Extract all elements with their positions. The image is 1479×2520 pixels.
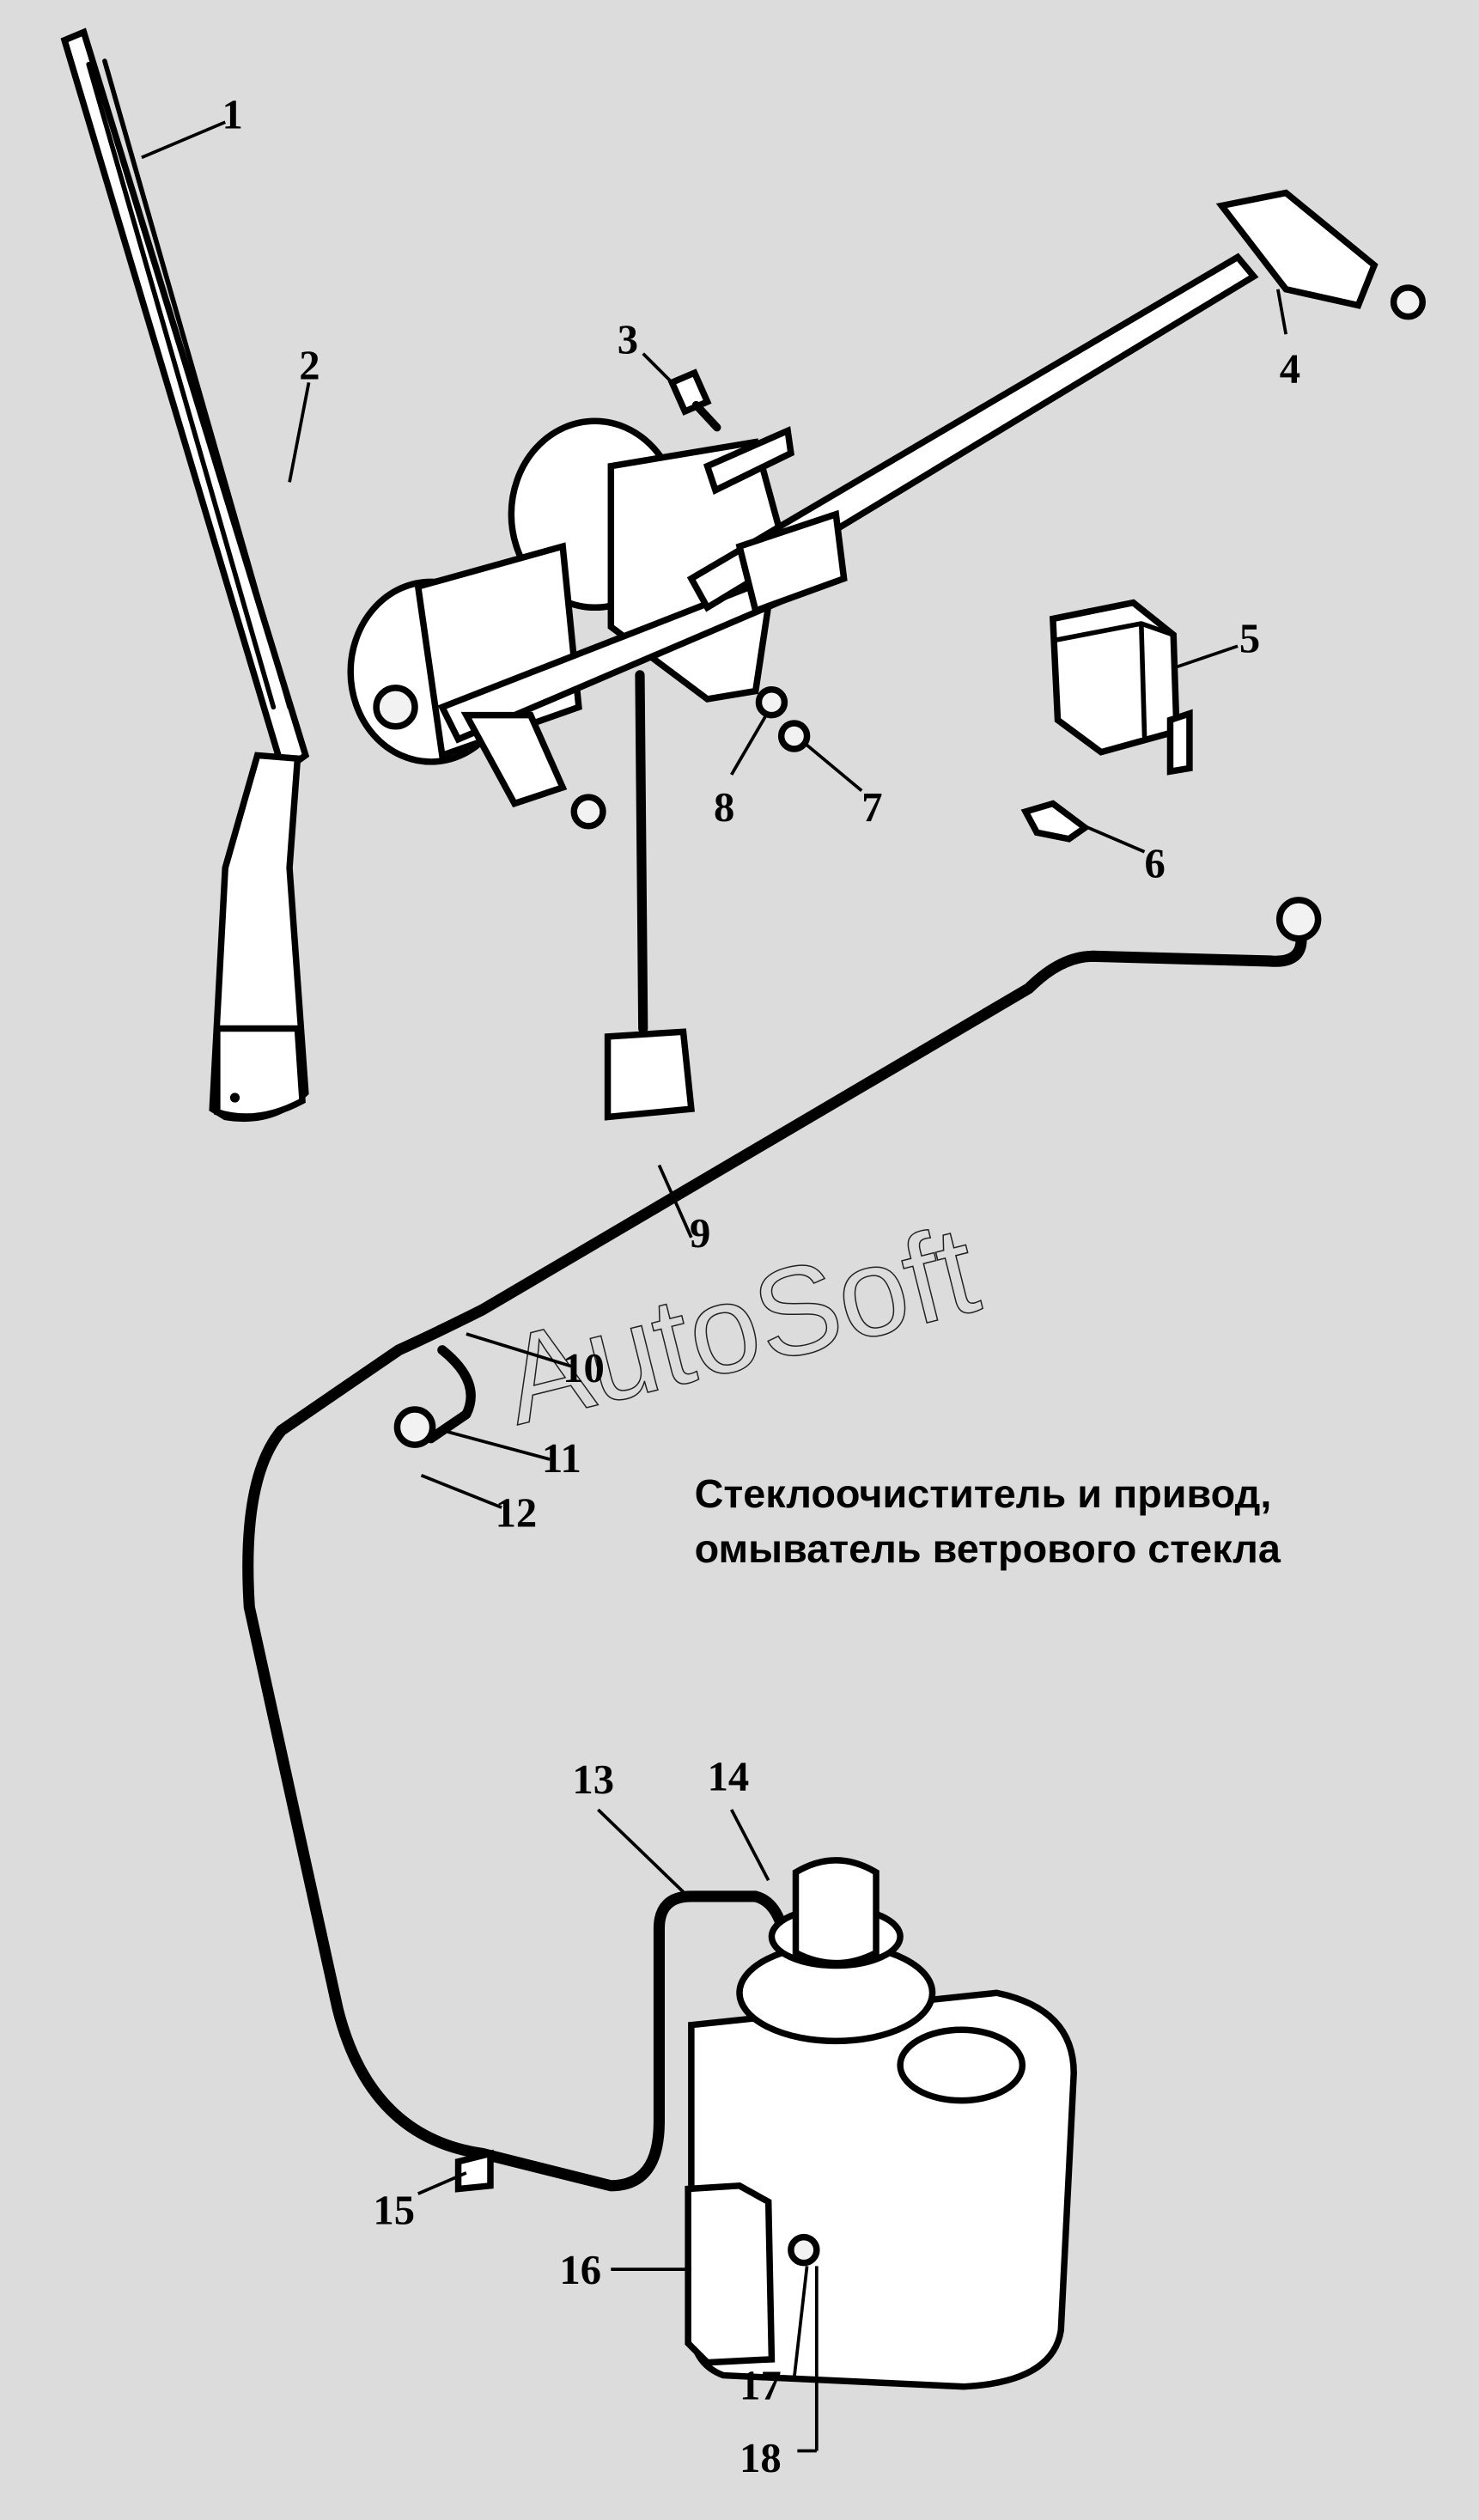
wiper-blade-and-arm — [60, 27, 310, 1123]
callout-6: 6 — [1145, 841, 1166, 887]
callout-15: 15 — [373, 2188, 415, 2234]
relay-5 — [1049, 599, 1193, 776]
callout-17: 17 — [740, 2363, 782, 2409]
callout-7: 7 — [861, 784, 882, 831]
callout-2: 2 — [299, 343, 320, 389]
callout-16: 16 — [559, 2247, 601, 2293]
caption-line-1: Стеклоочиститель и привод, — [695, 1471, 1272, 1516]
wiper-motor-linkage — [347, 189, 1426, 1121]
washer-reservoir — [685, 1857, 1077, 2390]
callout-11: 11 — [542, 1435, 581, 1482]
washer-hoses — [242, 897, 1322, 2193]
callout-14: 14 — [708, 1753, 750, 1799]
callout-3: 3 — [618, 317, 638, 363]
leader-lines — [141, 120, 1288, 2453]
callout-12: 12 — [496, 1490, 538, 1537]
callout-8: 8 — [714, 784, 734, 831]
caption-line-2: омыватель ветрового стекла — [695, 1526, 1281, 1571]
callout-18: 18 — [740, 2435, 782, 2481]
callout-1: 1 — [222, 92, 242, 138]
callout-4: 4 — [1280, 345, 1300, 392]
callout-10: 10 — [563, 1345, 605, 1391]
callout-5: 5 — [1239, 616, 1260, 662]
screw-6 — [1020, 800, 1091, 843]
bolt-3 — [667, 368, 721, 432]
callout-13: 13 — [572, 1756, 614, 1803]
callout-9: 9 — [690, 1210, 710, 1257]
